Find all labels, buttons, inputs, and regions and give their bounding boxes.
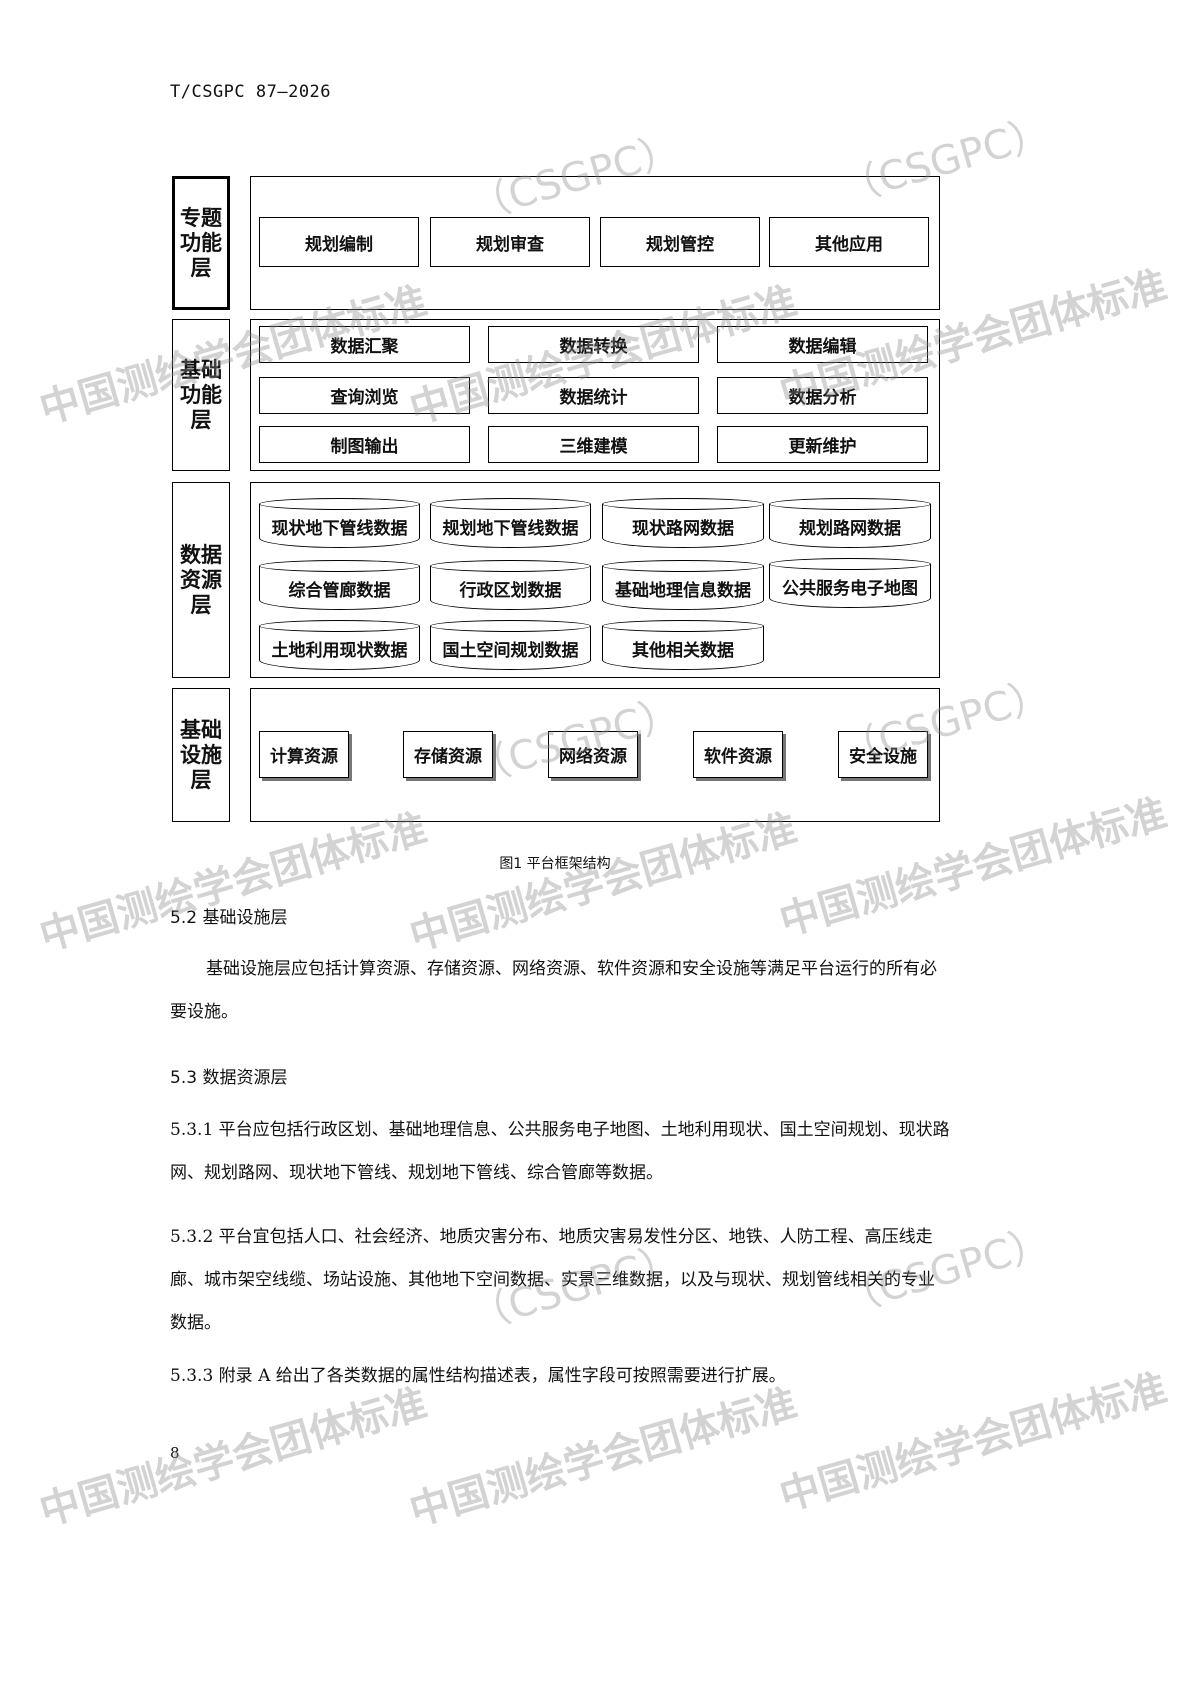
infra-box: 存储资源 xyxy=(403,731,493,778)
document-code: T/CSGPC 87—2026 xyxy=(170,82,332,102)
data-cylinder: 其他相关数据 xyxy=(602,620,764,670)
func-box: 查询浏览 xyxy=(259,377,470,414)
data-cylinder: 规划地下管线数据 xyxy=(430,498,591,548)
func-box: 数据分析 xyxy=(717,377,928,414)
paragraph-5-3-3: 5.3.3 附录 A 给出了各类数据的属性结构描述表，属性字段可按照需要进行扩展… xyxy=(170,1366,786,1386)
layer-label-infra: 基础设施层 xyxy=(172,688,230,822)
data-cylinder: 土地利用现状数据 xyxy=(259,620,420,670)
page-number: 8 xyxy=(170,1444,180,1462)
func-box: 更新维护 xyxy=(717,426,928,463)
func-box: 规划管控 xyxy=(600,217,760,267)
func-box: 规划编制 xyxy=(259,217,419,267)
data-cylinder: 综合管廊数据 xyxy=(259,560,420,610)
func-box: 数据编辑 xyxy=(717,326,928,363)
func-box: 数据转换 xyxy=(488,326,699,363)
data-cylinder: 规划路网数据 xyxy=(769,498,931,548)
data-cylinder: 公共服务电子地图 xyxy=(769,558,931,608)
data-cylinder: 国土空间规划数据 xyxy=(430,620,591,670)
data-cylinder: 现状路网数据 xyxy=(602,498,764,548)
figure-caption: 图1 平台框架结构 xyxy=(499,856,611,872)
data-cylinder: 行政区划数据 xyxy=(430,560,591,610)
paragraph-5-2: 基础设施层应包括计算资源、存储资源、网络资源、软件资源和安全设施等满足平台运行的… xyxy=(170,959,937,1022)
layer-label-basic: 基础功能层 xyxy=(172,319,230,471)
func-box: 三维建模 xyxy=(488,426,699,463)
func-box: 制图输出 xyxy=(259,426,470,463)
infra-box: 网络资源 xyxy=(548,731,638,778)
infra-box: 计算资源 xyxy=(259,731,349,778)
func-box: 规划审查 xyxy=(430,217,590,267)
func-box: 数据统计 xyxy=(488,377,699,414)
layer-label-thematic: 专题功能层 xyxy=(172,176,230,310)
data-cylinder: 现状地下管线数据 xyxy=(259,498,420,548)
section-heading-5-2: 5.2 基础设施层 xyxy=(170,908,288,928)
func-box: 其他应用 xyxy=(769,217,929,267)
func-box: 数据汇聚 xyxy=(259,326,470,363)
section-heading-5-3: 5.3 数据资源层 xyxy=(170,1068,288,1088)
layer-label-data: 数据资源层 xyxy=(172,482,230,678)
paragraph-5-3-2: 5.3.2 平台宜包括人口、社会经济、地质灾害分布、地质灾害易发性分区、地铁、人… xyxy=(170,1227,935,1333)
data-cylinder: 基础地理信息数据 xyxy=(602,560,764,610)
paragraph-5-3-1: 5.3.1 平台应包括行政区划、基础地理信息、公共服务电子地图、土地利用现状、国… xyxy=(170,1120,950,1183)
infra-box: 安全设施 xyxy=(838,731,928,778)
infra-box: 软件资源 xyxy=(693,731,783,778)
